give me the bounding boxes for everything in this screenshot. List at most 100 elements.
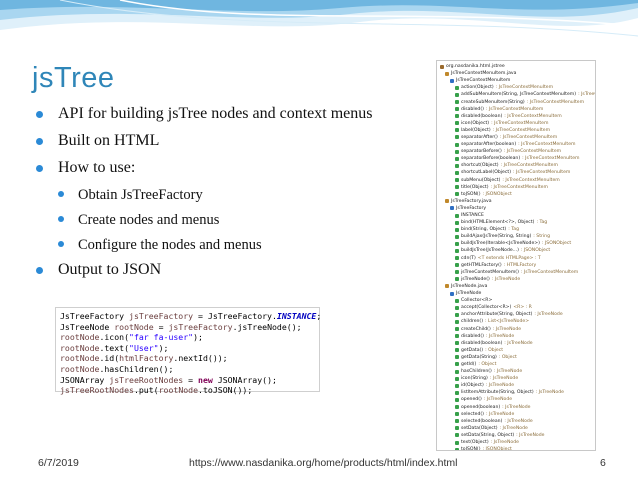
tree-row: icon(Object): JsTreeContextMenuItem bbox=[440, 120, 592, 127]
tree-row-label: action(Object) bbox=[461, 85, 494, 91]
tree-row: text(Object): JsTreeNode bbox=[440, 439, 592, 446]
code-line: JsTreeFactory jsTreeFactory = JsTreeFact… bbox=[60, 311, 322, 321]
tree-row-type: : JsTreeNode bbox=[485, 383, 515, 389]
method-icon bbox=[455, 234, 459, 239]
tree-row: JsTreeContextMenuItem.java bbox=[440, 70, 592, 77]
method-icon bbox=[455, 412, 459, 417]
tree-row-type: : Object bbox=[498, 354, 517, 360]
tree-row: icon(String): JsTreeNode bbox=[440, 375, 592, 382]
tree-row: setData(Object): JsTreeNode bbox=[440, 425, 592, 432]
tree-row-label: opened() bbox=[461, 397, 482, 403]
bullet-dot-icon bbox=[36, 267, 43, 274]
tree-row: getId(): Object bbox=[440, 361, 592, 368]
tree-row-type: : JsTreeContextMenuItem bbox=[526, 99, 585, 105]
tree-row-label: bind(String, Object) bbox=[461, 227, 507, 233]
tree-row-type: : JsTreeNode bbox=[535, 390, 564, 396]
bullet-item: API for building jsTree nodes and contex… bbox=[34, 104, 434, 124]
page-number: 6 bbox=[600, 457, 606, 469]
tree-row-type: : JsTreeContextMenuItem bbox=[518, 142, 576, 148]
tree-row: separatorBefore(boolean): JsTreeContextM… bbox=[440, 155, 592, 162]
bullet-text: Obtain JsTreeFactory bbox=[78, 187, 203, 203]
tree-row-label: JsTreeFactory bbox=[456, 205, 487, 211]
tree-row-type: : JsTreeContextMenuItem bbox=[500, 163, 558, 169]
method-icon bbox=[455, 426, 459, 431]
footer-url[interactable]: https://www.nasdanika.org/home/products/… bbox=[189, 457, 458, 469]
tree-row: listItemAttribute(String, Object): JsTre… bbox=[440, 389, 592, 396]
header-wave-decoration bbox=[0, 0, 638, 37]
tree-row-label: getData() bbox=[461, 347, 484, 353]
tree-row-label: JsTreeContextMenuItem bbox=[456, 78, 511, 84]
code-snippet: JsTreeFactory jsTreeFactory = JsTreeFact… bbox=[55, 307, 322, 395]
method-icon bbox=[455, 192, 459, 197]
tree-row: getData(String): Object bbox=[440, 354, 592, 361]
bullet-item: How to use: bbox=[34, 158, 434, 178]
tree-row: children(): List<JsTreeNode> bbox=[440, 318, 592, 325]
tree-row-label: setData(String, Object) bbox=[461, 432, 515, 438]
tree-row-label: subMenu(Object) bbox=[461, 177, 501, 183]
tree-row-label: createChild() bbox=[461, 326, 491, 332]
method-icon bbox=[455, 376, 459, 381]
method-icon bbox=[455, 383, 459, 388]
tree-row: shortcutLabel(Object): JsTreeContextMenu… bbox=[440, 169, 592, 176]
tree-row-type: : JsTreeContextMenuItem bbox=[520, 269, 579, 275]
method-icon bbox=[455, 341, 459, 346]
bullet-dot-icon bbox=[36, 111, 43, 118]
bullet-item: Obtain JsTreeFactory bbox=[34, 185, 434, 205]
slide-title: jsTree bbox=[32, 62, 115, 94]
tree-row: opened(boolean): JsTreeNode bbox=[440, 404, 592, 411]
tree-row-label: addSubMenuItem(String, JsTreeContextMenu… bbox=[461, 92, 577, 98]
tree-row-type: : JsTreeNode bbox=[534, 312, 563, 318]
tree-row: addSubMenuItem(String, JsTreeContextMenu… bbox=[440, 91, 595, 98]
tree-row-type: : JsTreeContextMenuItem bbox=[491, 120, 549, 126]
method-icon bbox=[455, 107, 459, 112]
tree-row: title(Object): JsTreeContextMenuItem bbox=[440, 184, 592, 191]
method-icon bbox=[455, 213, 459, 218]
tree-row: getHTMLFactory(): HTMLFactory bbox=[440, 262, 592, 269]
tree-row-type: : JsTreeNode bbox=[493, 369, 523, 375]
tree-row: subMenu(Object): JsTreeContextMenuItem bbox=[440, 177, 592, 184]
tree-row-label: disabled() bbox=[461, 333, 484, 339]
tree-row: anchorAttribute(String, Object): JsTreeN… bbox=[440, 311, 592, 318]
tree-row: getData(): Object bbox=[440, 347, 592, 354]
tree-row: hasChildren(): JsTreeNode bbox=[440, 368, 592, 375]
tree-row-type: : JsTreeContextMenuItem bbox=[495, 85, 554, 91]
tree-row-label: bind(HTMLElement<?>, Object) bbox=[461, 220, 535, 226]
tree-row-label: selected() bbox=[461, 411, 484, 417]
method-icon bbox=[455, 85, 459, 90]
tree-row-label: JsTreeContextMenuItem.java bbox=[451, 71, 517, 77]
tree-row-type: : JsTreeContextMenuItem bbox=[522, 156, 580, 162]
method-icon bbox=[455, 128, 459, 133]
tree-row-label: JsTreeNode.java bbox=[451, 283, 488, 289]
tree-row-label: getHTMLFactory() bbox=[461, 262, 502, 268]
tree-row-label: separatorBefore() bbox=[461, 149, 502, 155]
tree-row-label: buildJsTree(JsTreeNode...) bbox=[461, 248, 519, 254]
method-icon bbox=[455, 447, 459, 450]
tree-row-label: jsTreeNode() bbox=[461, 276, 490, 282]
tree-row-type: <T extends HTMLPage> : T bbox=[477, 255, 541, 261]
class-icon bbox=[450, 206, 454, 211]
tree-row: action(Object): JsTreeContextMenuItem bbox=[440, 84, 592, 91]
method-icon bbox=[455, 369, 459, 374]
tree-row-type: : HTMLFactory bbox=[503, 262, 537, 268]
tree-row-type: : Tag bbox=[508, 227, 519, 233]
bullet-text: Built on HTML bbox=[58, 132, 160, 149]
tree-row-label: jsTreeContextMenuItem() bbox=[461, 269, 519, 275]
tree-row-label: INSTANCE bbox=[461, 213, 484, 219]
code-line: JSONArray jsTreeRootNodes = new JSONArra… bbox=[60, 374, 277, 385]
tree-row: id(Object): JsTreeNode bbox=[440, 382, 592, 389]
bullet-item: Configure the nodes and menus bbox=[34, 235, 434, 255]
tree-row-label: toJSON() bbox=[461, 191, 481, 197]
method-icon bbox=[455, 355, 459, 360]
tree-row: INSTANCE bbox=[440, 212, 592, 219]
tree-row-label: setData(Object) bbox=[461, 425, 498, 431]
tree-row-type: : JSONObject bbox=[482, 191, 512, 197]
code-line: rootNode.text("User"); bbox=[60, 342, 169, 353]
method-icon bbox=[455, 227, 459, 232]
tree-row: label(Object): JsTreeContextMenuItem bbox=[440, 127, 592, 134]
tree-row: disabled(): JsTreeNode bbox=[440, 333, 592, 340]
tree-row-label: text(Object) bbox=[461, 440, 489, 446]
package-icon bbox=[440, 64, 444, 69]
tree-row-label: separatorAfter(boolean) bbox=[461, 142, 517, 148]
method-icon bbox=[455, 419, 459, 424]
tree-row: bind(String, Object): Tag bbox=[440, 226, 592, 233]
